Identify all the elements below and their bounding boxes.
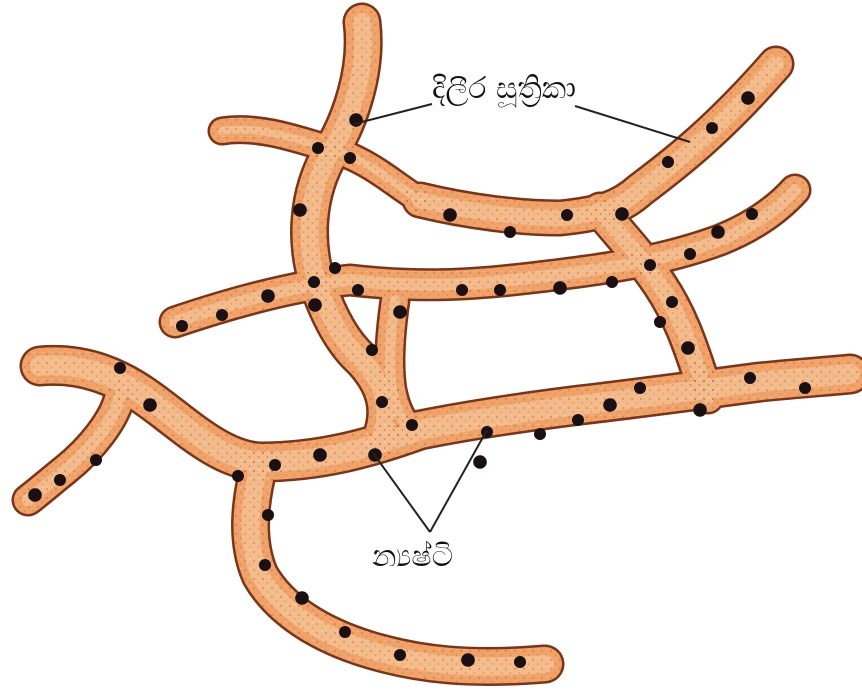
nucleus-dot [295,591,309,605]
nucleus-dot [232,470,244,482]
nucleus-dot [606,276,618,288]
nucleus-dot [349,113,363,127]
nucleus-dot [553,281,567,295]
nucleus-dot [261,289,275,303]
nucleus-dot [799,382,811,394]
nucleus-dot [376,396,388,408]
nucleus-dot [406,419,418,431]
nucleus-dot [572,414,584,426]
nucleus-dot [308,276,320,288]
nucleus-dot [344,152,356,164]
nucleus-dot [744,372,756,384]
nucleus-dot [711,225,725,239]
hypha-left-fork-texture [28,395,120,500]
nucleus-dot [662,156,674,168]
nucleus-dot [313,448,327,462]
nucleus-dot [666,296,678,308]
nucleus-dot [634,382,646,394]
nucleus-dot [561,209,573,221]
nucleus-dot [456,284,468,296]
nucleus-dot [352,284,364,296]
nucleus-dot [366,344,378,356]
nucleus-dot [143,398,157,412]
nucleus-dot [262,509,274,521]
hyphae-label: දිලීර සූත්‍රිකා [432,71,576,108]
nucleus-dot [259,559,271,571]
nucleus-dot [329,262,341,274]
nucleus-dot [312,142,324,154]
nucleus-dot [494,284,506,296]
nucleus-dot [269,459,281,471]
nucleus-dot [684,248,696,260]
nucleus-dot [54,474,66,486]
nucleus-dot [654,316,666,328]
hypha-vertical-left-texture [310,22,386,440]
nucleus-dot [615,207,629,221]
nucleus-dot [114,362,126,374]
nucleus-dot [176,320,188,332]
nucleus-dot [741,91,755,105]
hypha-lower-main-texture [40,365,850,462]
nucleus-dot [90,454,102,466]
nucleus-dot [394,649,406,661]
nucleus-dot [28,488,42,502]
nucleus-dot [644,259,656,271]
nucleus-dot [706,122,718,134]
nucleus-dot [746,208,758,220]
nucleus-dot [603,398,617,412]
hypha-lower-right-connector-texture [700,375,708,398]
nucleus-dot [339,626,351,638]
nucleus-dot [504,226,516,238]
nucleus-dot [308,298,322,312]
nucleus-dot [216,309,228,321]
nucleus-dot [693,403,707,417]
nuclei-pointer-line-left [373,453,430,532]
nucleus-dot [293,203,307,217]
nucleus-dot [473,455,487,469]
hyphae-pointer-line-right [575,106,690,142]
nucleus-dot [393,305,407,319]
nucleus-dot [461,653,475,667]
nucleus-dot [681,341,695,355]
nucleus-dot [443,208,457,222]
nucleus-dot [514,656,526,668]
nucleus-dot [534,428,546,440]
nuclei-label: න්‍යෂ්ටි [372,539,453,574]
